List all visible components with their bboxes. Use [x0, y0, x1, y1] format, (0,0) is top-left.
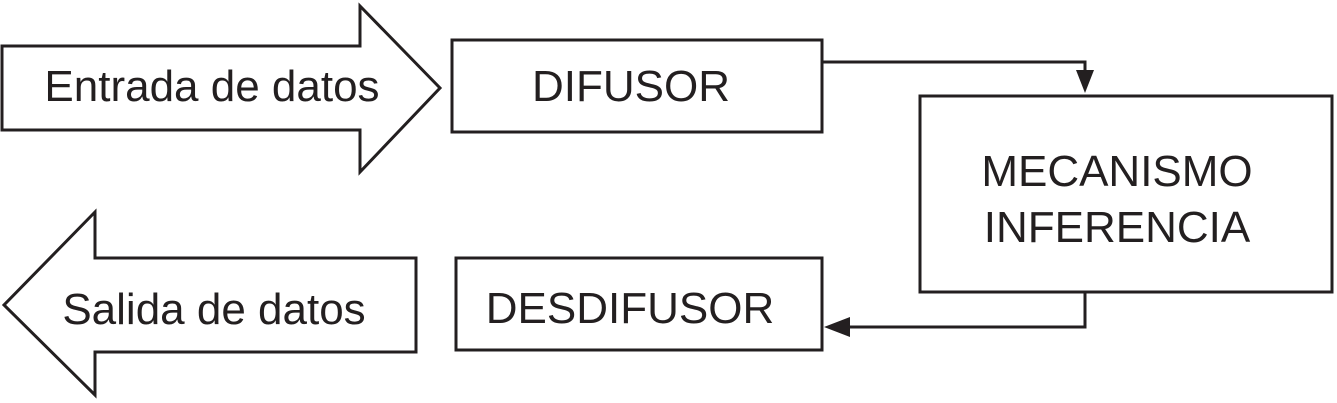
output-arrow: Salida de datos [1, 208, 418, 399]
output-arrow-shape [1, 208, 418, 399]
fuzzifier-label: DIFUSOR [532, 62, 730, 111]
fuzzifier-box-shape [450, 38, 824, 134]
arrowhead-left-icon [824, 317, 850, 337]
connector-line-bottom [845, 292, 1087, 329]
defuzzifier-box-shape [454, 256, 824, 352]
arrowhead-down-icon [1076, 70, 1094, 93]
connector-inference-to-defuzzifier [824, 292, 1087, 337]
input-arrow-shape [0, 2, 443, 176]
inference-box-shape [918, 94, 1334, 294]
inference-box: MECANISMO INFERENCIA [918, 94, 1334, 294]
defuzzifier-label: DESDIFUSOR [486, 284, 774, 333]
defuzzifier-box: DESDIFUSOR [454, 256, 824, 352]
connector-fuzzifier-to-inference [822, 60, 1094, 93]
connector-line-top [822, 60, 1087, 78]
input-arrow: Entrada de datos [0, 2, 443, 176]
inference-label-line2: INFERENCIA [984, 203, 1251, 252]
output-arrow-label: Salida de datos [62, 285, 365, 334]
fuzzifier-box: DIFUSOR [450, 38, 824, 134]
inference-label-line1: MECANISMO [981, 147, 1252, 196]
input-arrow-label: Entrada de datos [44, 62, 379, 111]
